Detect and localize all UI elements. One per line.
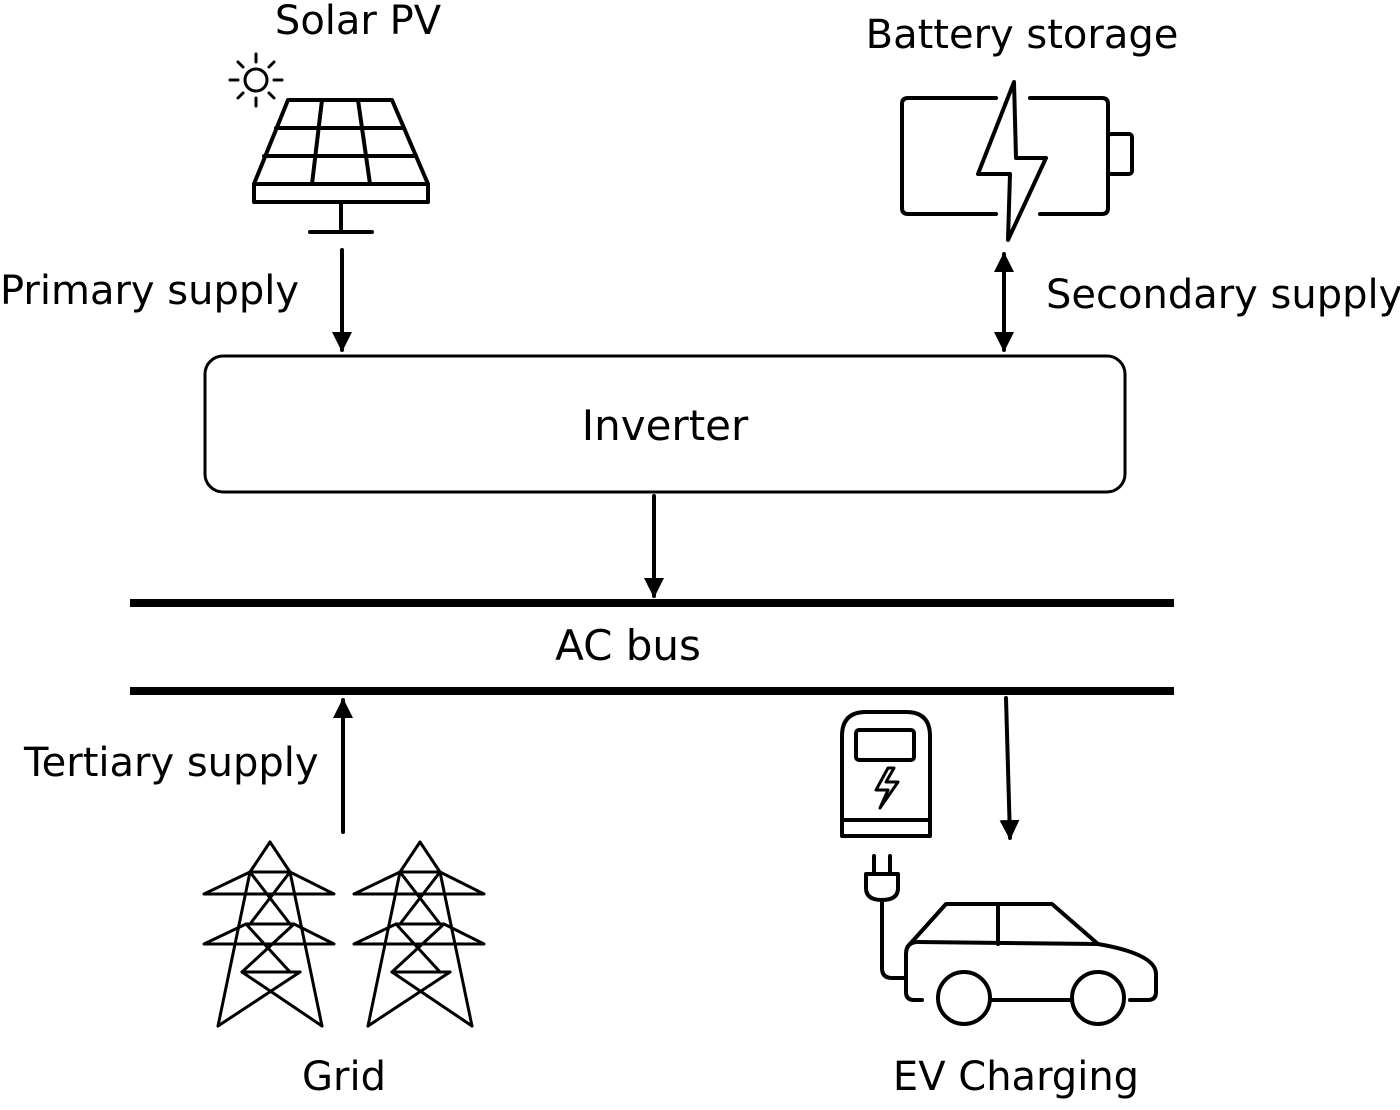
sun-icon [228,52,284,108]
plug-icon [864,854,908,980]
solar-pv-label: Solar PV [275,0,442,44]
ev-charger-icon [840,710,932,838]
solar-panel-icon [252,98,430,234]
battery-storage-label: Battery storage [866,12,1179,58]
ev-charging-label: EV Charging [893,1054,1139,1100]
inverter-box [203,354,1127,494]
ev-feed-arrow [999,696,1020,840]
car-icon [904,902,1158,1026]
battery-icon [900,80,1134,242]
transmission-tower-icon [202,840,486,1028]
primary-supply-label: Primary supply [0,268,299,314]
ac-bus-label: AC bus [555,621,701,670]
grid-label: Grid [302,1054,386,1100]
inverter-label: Inverter [582,401,749,450]
tertiary-supply-label: Tertiary supply [23,740,319,786]
secondary-supply-label: Secondary supply [1046,272,1400,318]
